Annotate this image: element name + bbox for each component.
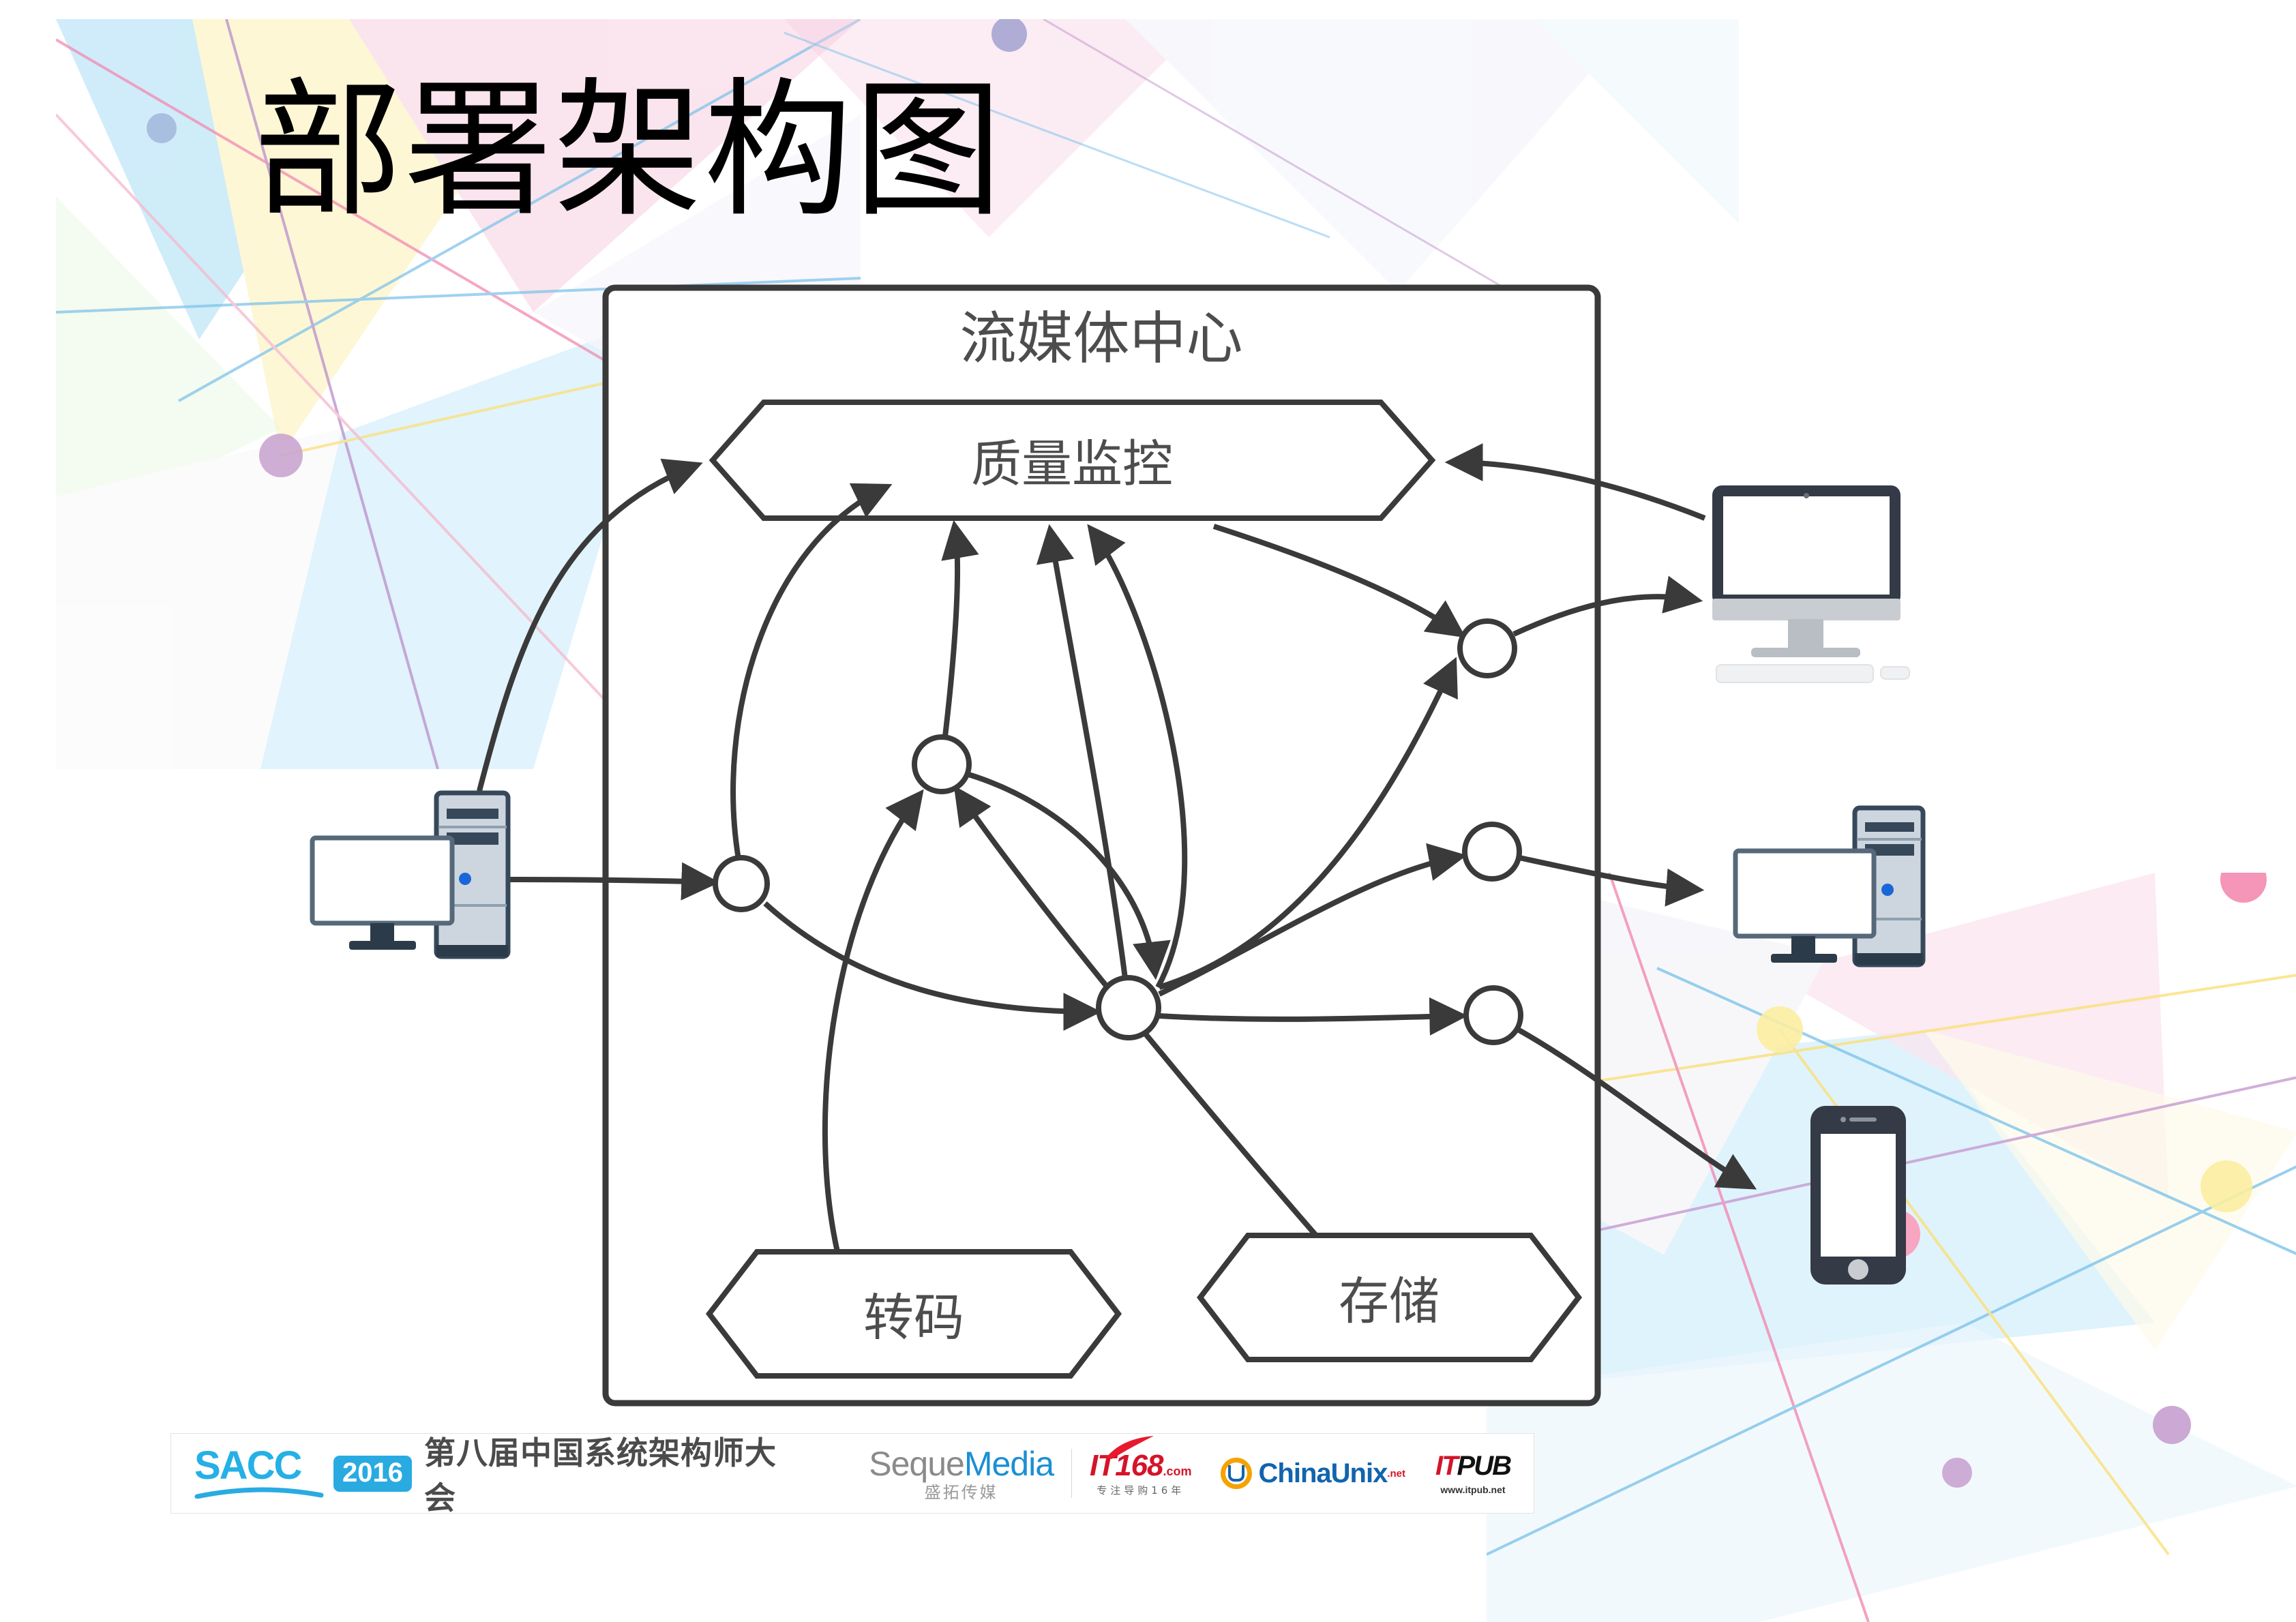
relay-node-low-right (1463, 985, 1523, 1045)
relay-node-top-right (1457, 618, 1517, 678)
node-transcode-label: 转码 (863, 1289, 964, 1347)
it168-domain: .com (1163, 1465, 1192, 1478)
chinaunix-mark-icon (1220, 1458, 1252, 1489)
edge-relay-upper-to-quality (941, 520, 979, 737)
relay-node-mid-right (1462, 822, 1522, 882)
edge-source-to-quality (477, 458, 703, 792)
edge-relay-left-to-hub (763, 901, 1102, 1031)
edge-relay-mid-right-to-pc (1519, 855, 1705, 907)
edge-relay-low-right-to-phone (1517, 1027, 1757, 1190)
edge-hub-to-relay-mid-right (1158, 843, 1467, 997)
streaming-center-label: 流媒体中心 (960, 305, 1243, 372)
sacc-logo-group: SACC 2016 第八届中国系统架构师大会 (194, 1428, 803, 1518)
page-title: 部署架构图 (254, 65, 1004, 237)
node-transcode-shape (705, 1249, 1122, 1379)
edge-hub-to-quality (1036, 524, 1128, 979)
relay-node-hub (1096, 975, 1161, 1040)
conference-name-cn: 第八届中国系统架构师大会 (423, 1435, 777, 1516)
edge-imac-to-quality (1444, 443, 1706, 521)
sequemedia-seque: Seque (869, 1444, 965, 1483)
sacc-swoosh-icon (194, 1487, 324, 1499)
chinaunix-logo: ChinaUnix.net (1220, 1458, 1405, 1489)
footer-divider (1071, 1449, 1072, 1498)
sequemedia-cn: 盛拓传媒 (924, 1482, 998, 1502)
edge-hub-to-relay-low-right (1159, 997, 1468, 1036)
edge-relay-top-right-to-imac (1512, 575, 1703, 637)
it168-logo: IT168.com 专注导购16年 (1090, 1436, 1192, 1497)
endpoint-client-pc (1733, 805, 1926, 967)
node-quality-monitoring-label: 质量监控 (971, 435, 1173, 494)
edge-quality-to-relay-top-right (1212, 524, 1466, 638)
sequemedia-media: Media (964, 1444, 1054, 1483)
edge-source-to-relay-left (507, 862, 720, 901)
itpub-url: www.itpub.net (1440, 1484, 1506, 1495)
sponsor-footer-banner: SACC 2016 第八届中国系统架构师大会 SequeMedia 盛拓传媒 (170, 1433, 1534, 1516)
chinaunix-name: ChinaUnix (1258, 1458, 1388, 1488)
relay-node-left (713, 855, 770, 912)
sacc-wordmark: SACC (194, 1443, 302, 1488)
chinaunix-tld: .net (1387, 1467, 1405, 1480)
streaming-center-box (602, 284, 1601, 1407)
it168-name: IT168 (1090, 1449, 1164, 1482)
endpoint-source-pc (310, 790, 511, 959)
edge-relay-left-to-quality (730, 483, 893, 860)
node-storage-label: 存储 (1339, 1272, 1440, 1331)
endpoint-smartphone (1810, 1106, 1906, 1285)
itpub-it: IT (1435, 1451, 1459, 1481)
endpoint-imac (1712, 485, 1910, 683)
it168-swoosh-icon (1106, 1436, 1154, 1459)
node-storage-shape (1196, 1233, 1583, 1362)
it168-tagline: 专注导购16年 (1097, 1484, 1185, 1497)
sequemedia-logo: SequeMedia 盛拓传媒 (869, 1447, 1054, 1501)
sacc-logo: SACC (194, 1443, 324, 1499)
itpub-logo: ITPUB www.itpub.net (1435, 1451, 1512, 1495)
edge-transcode-to-relay-upper (822, 789, 924, 1252)
sacc-year-badge: 2016 (333, 1455, 412, 1492)
relay-node-upper (912, 734, 972, 794)
itpub-pub: PUB (1457, 1451, 1512, 1481)
edge-relay-upper-to-hub (963, 770, 1171, 980)
node-quality-monitoring-shape (709, 400, 1436, 521)
edge-hub-to-quality-right (1087, 524, 1188, 989)
